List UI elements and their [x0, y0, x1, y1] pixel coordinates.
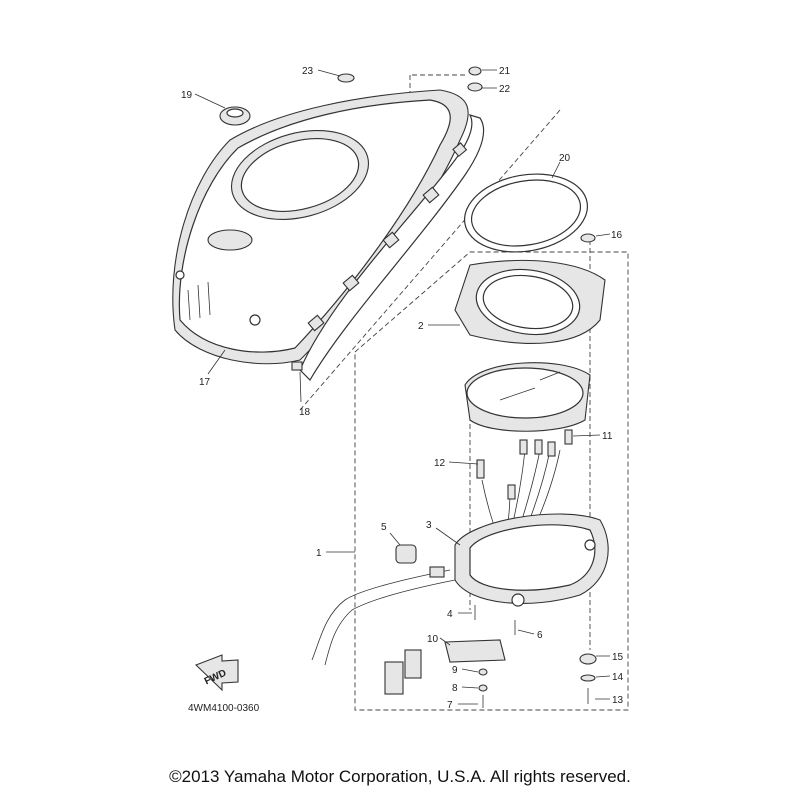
parts-diagram: FWD 4WM4100-0360 1 2 3 4 5 6 7 8 9 10 11…: [172, 66, 629, 714]
diagram-code: 4WM4100-0360: [188, 703, 260, 714]
callout-16: 16: [611, 230, 623, 241]
callout-17: 17: [199, 377, 211, 388]
callout-20: 20: [559, 153, 571, 164]
callout-22: 22: [499, 84, 511, 95]
callout-9: 9: [452, 665, 458, 676]
callout-5: 5: [381, 522, 387, 533]
callout-7: 7: [447, 700, 453, 711]
inner-trim: [291, 114, 485, 381]
callout-19: 19: [181, 90, 193, 101]
callout-6: 6: [537, 630, 543, 641]
callout-leaders: [194, 69, 611, 705]
callout-23: 23: [302, 66, 314, 77]
callout-3: 3: [426, 520, 432, 531]
meter-housing: [454, 513, 609, 607]
grommet-19: [219, 106, 251, 126]
fwd-arrow-icon: FWD: [194, 654, 239, 692]
callout-13: 13: [612, 695, 624, 706]
callout-8: 8: [452, 683, 458, 694]
callout-14: 14: [612, 672, 624, 683]
meter-dial: [464, 362, 591, 432]
grommet-16: [580, 233, 596, 243]
callout-12: 12: [434, 458, 446, 469]
assembly-boundary: [354, 251, 629, 711]
copyright-notice: ©2013 Yamaha Motor Corporation, U.S.A. A…: [169, 767, 631, 786]
clamp-5: [395, 544, 445, 578]
bolt-21-washer-22: [467, 66, 483, 92]
callout-21: 21: [499, 66, 511, 77]
callout-18: 18: [299, 407, 311, 418]
callout-2: 2: [418, 321, 424, 332]
callout-15: 15: [612, 652, 624, 663]
callout-4: 4: [447, 609, 453, 620]
small-parts: [444, 605, 597, 708]
leader-dashes: [299, 74, 591, 650]
meter-lens-case: [454, 259, 606, 344]
wire-harness: [311, 429, 573, 695]
cap-23: [337, 73, 355, 83]
callout-11: 11: [602, 431, 613, 442]
callout-1: 1: [316, 548, 322, 559]
callout-10: 10: [427, 634, 439, 645]
meter-cover: [172, 89, 469, 365]
gasket-ring: [463, 173, 589, 253]
